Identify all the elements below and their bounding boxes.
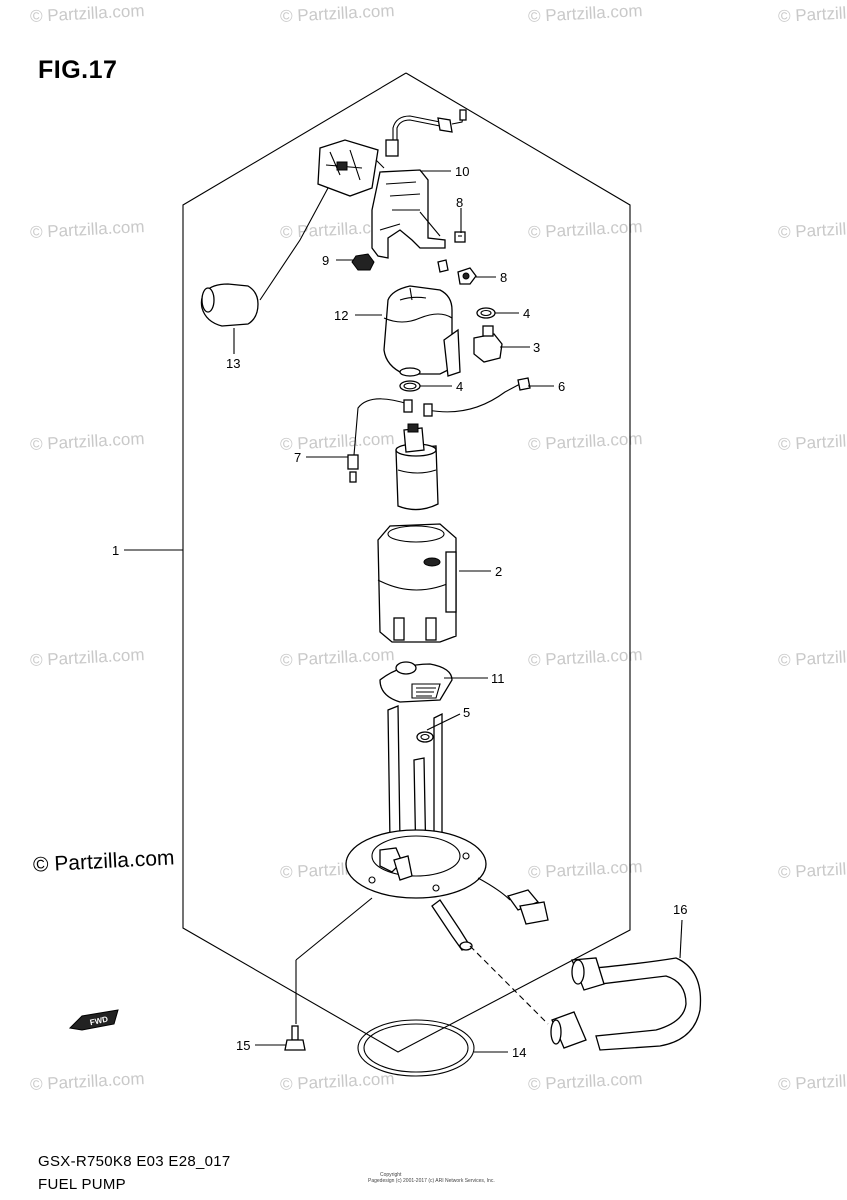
assembly-outline <box>182 72 631 1053</box>
callout-8-lower: 8 <box>500 270 507 285</box>
fwd-arrow-icon: FWD <box>68 1009 119 1031</box>
fwd-label: FWD <box>89 1015 109 1028</box>
bolt-part-15 <box>284 1025 306 1051</box>
fuel-pump-motor <box>395 423 439 511</box>
filter-part-11 <box>379 661 453 703</box>
callout-5: 5 <box>463 705 470 720</box>
float-arm-part-13 <box>200 187 329 327</box>
pump-holder-part-2 <box>377 523 457 643</box>
callout-14: 14 <box>512 1045 526 1060</box>
callout-7: 7 <box>294 450 301 465</box>
wire-part-7 <box>347 398 413 483</box>
sender-wire <box>385 109 467 157</box>
leader-lines <box>124 170 683 1053</box>
bolt-part-8-upper <box>454 231 466 243</box>
callout-9: 9 <box>322 253 329 268</box>
callout-16: 16 <box>673 902 687 917</box>
model-code: GSX-R750K8 E03 E28_017 <box>38 1153 231 1170</box>
callout-6: 6 <box>558 379 565 394</box>
bracket-part-10 <box>371 169 446 259</box>
bolt-part-8-lower <box>457 267 477 285</box>
fuel-hose-part-16 <box>550 957 702 1051</box>
callout-12: 12 <box>334 308 348 323</box>
callout-labels: 1 2 3 4 4 5 6 7 8 8 9 10 11 12 13 14 15 … <box>112 164 687 1060</box>
base-plate-assembly <box>345 705 549 951</box>
o-ring-part-5 <box>416 731 434 743</box>
fuel-line-guide <box>469 945 549 1025</box>
callout-13: 13 <box>226 356 240 371</box>
o-ring-part-4-lower <box>399 380 421 392</box>
callout-1: 1 <box>112 543 119 558</box>
callout-3: 3 <box>533 340 540 355</box>
pump-cap-part-12 <box>383 285 461 377</box>
clip-part-9 <box>351 253 449 273</box>
callout-4-upper: 4 <box>523 306 530 321</box>
copyright-line2: Pagedesign (c) 2001-2017 (c) ARI Network… <box>368 1178 495 1184</box>
pressure-regulator-part-3 <box>473 325 503 363</box>
o-ring-part-4-upper <box>476 307 496 319</box>
callout-4-lower: 4 <box>456 379 463 394</box>
callout-10: 10 <box>455 164 469 179</box>
callout-15: 15 <box>236 1038 250 1053</box>
section-name: FUEL PUMP <box>38 1176 126 1193</box>
wire-part-6 <box>423 377 531 417</box>
callout-11: 11 <box>491 671 505 686</box>
gasket-part-14 <box>357 1019 475 1077</box>
copyright-line1: Copyright <box>380 1172 402 1178</box>
callout-2: 2 <box>495 564 502 579</box>
fuel-level-sender <box>317 139 385 197</box>
figure-title: FIG.17 <box>38 56 118 84</box>
callout-8-upper: 8 <box>456 195 463 210</box>
